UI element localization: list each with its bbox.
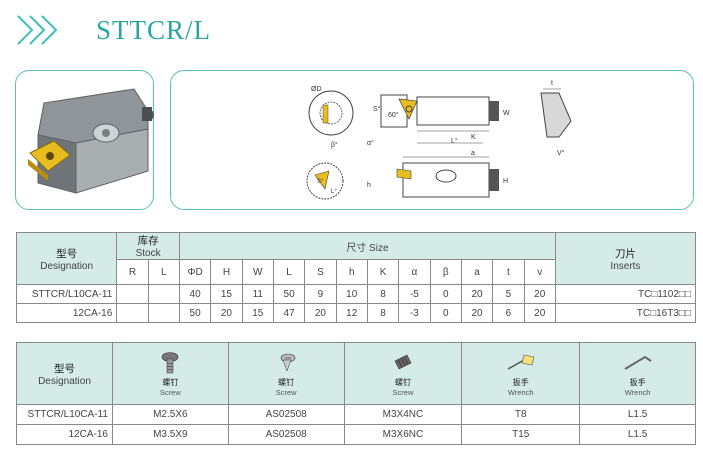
product-image-panel [15,70,154,210]
set-screw-icon [394,354,412,369]
col-size-w: W [241,259,274,285]
chevron-right-icon [17,15,58,45]
title-row: STTCR/L [14,8,211,52]
col-stock-l: L [147,259,180,285]
label-h-small: h [367,182,371,189]
label-od: ØD [311,86,322,93]
label-k: K [471,134,476,141]
col-size-a: a [460,259,494,285]
label-l-small: L° [331,189,337,195]
col-size-t: t [492,259,525,285]
label-angle60: 60° [388,111,399,119]
col-size-k: K [366,259,400,285]
col-size-h-small: h [335,259,368,285]
col-size: 尺寸 Size [178,232,556,260]
col-size-beta: β [429,259,462,285]
table-row: 12CA-16 M3.5X9 AS02508 M3X6NC T15 L1.5 [16,424,696,445]
torx-wrench-icon [507,354,535,370]
col-size-v: v [523,259,556,285]
technical-drawing-panel: ØD S° 60° W K L° t V° a H h S° L° β° α° [170,70,694,210]
label-alpha: α° [367,139,374,147]
label-v: V° [557,149,565,157]
col-size-alpha: α [398,259,431,285]
col-stock-r: R [116,259,149,285]
screw-icon [280,353,296,372]
col-size-s: S [304,259,337,285]
dimension-drawing: ØD S° 60° W K L° t V° a H h S° L° β° α° [306,80,572,200]
label-h: H [503,178,508,185]
page-title: STTCR/L [96,14,212,45]
label-s: S° [373,105,381,113]
label-a: a [471,150,475,157]
label-w: W [503,110,510,117]
table-row: 12CA-16 50 20 15 47 20 12 8 -3 0 20 6 20… [15,303,697,323]
label-t: t [551,80,553,87]
label-beta: β° [331,141,338,149]
hex-key-icon [624,355,652,370]
table-row: STTCR/L10CA-11 M2.5X6 AS02508 M3X4NC T8 … [16,404,696,425]
col-size-l: L [272,259,306,285]
label-l: L° [451,137,458,145]
label-s-small: S° [317,179,324,185]
table-row: STTCR/L10CA-11 40 15 11 50 9 10 8 -5 0 2… [15,284,697,304]
tool-holder-illustration [28,88,154,194]
screw-icon [162,351,179,373]
col-size-h: H [210,259,243,285]
col-size-od: ΦD [178,259,212,285]
